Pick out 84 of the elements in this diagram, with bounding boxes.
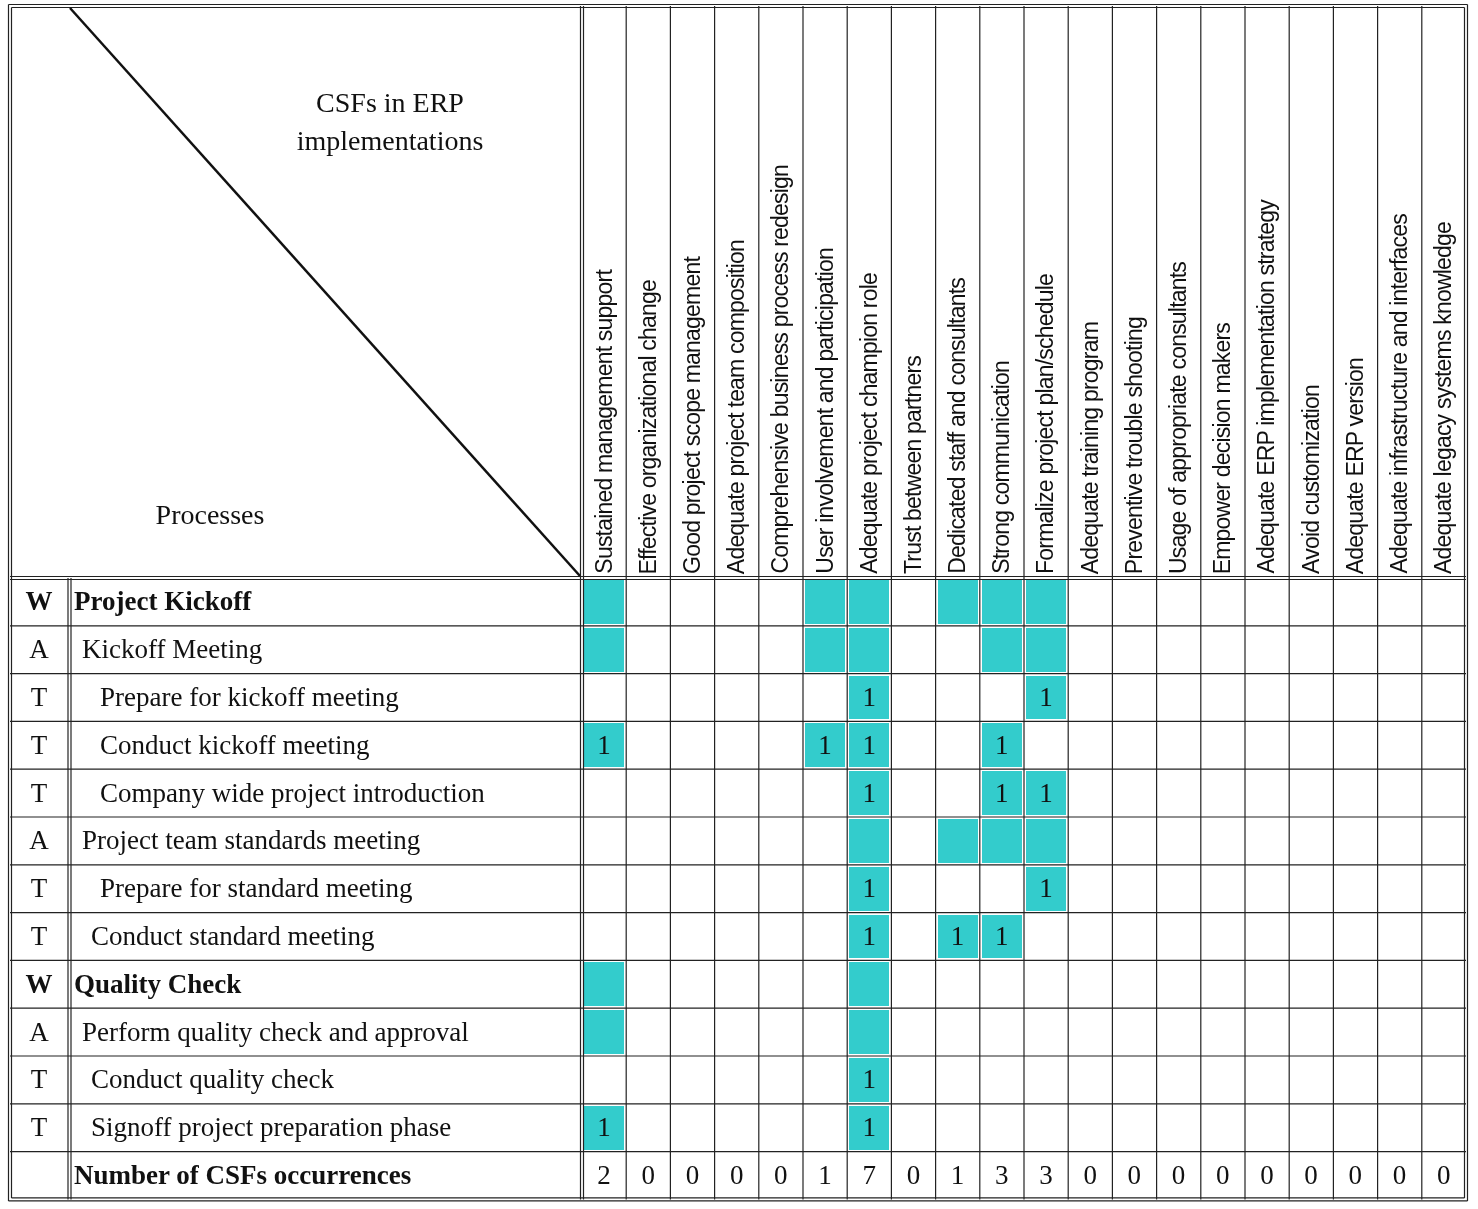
marked-count: 1 bbox=[981, 723, 1022, 768]
csf-column-heading: Preventive trouble shooting bbox=[1120, 316, 1148, 574]
level-letter: W bbox=[25, 586, 53, 618]
csf-column-heading: Adequate ERP implementation strategy bbox=[1253, 200, 1281, 574]
total-count: 2 bbox=[596, 1158, 612, 1192]
csf-column-heading: Comprehensive business process redesign bbox=[767, 165, 795, 574]
column-axis-title: CSFs in ERP implementations bbox=[295, 86, 485, 158]
total-count: 0 bbox=[1214, 1158, 1231, 1192]
total-count: 0 bbox=[1435, 1158, 1452, 1192]
level-letter: T bbox=[30, 873, 48, 905]
level-letter: A bbox=[29, 825, 49, 857]
process-name: Prepare for kickoff meeting bbox=[100, 682, 399, 713]
process-name: Conduct standard meeting bbox=[91, 920, 375, 952]
total-count: 7 bbox=[861, 1158, 877, 1192]
csf-column-heading: Adequate training program bbox=[1076, 321, 1104, 574]
process-name: Prepare for standard meeting bbox=[100, 873, 413, 905]
csf-column-heading: Strong communication bbox=[988, 361, 1016, 574]
total-row-label: Number of CSFs occurrences bbox=[74, 1159, 412, 1191]
csf-column-heading: Avoid customization bbox=[1297, 385, 1325, 574]
marked-count: 1 bbox=[849, 914, 890, 959]
total-count: 0 bbox=[1303, 1158, 1319, 1192]
csf-column-heading: Adequate ERP version bbox=[1341, 357, 1369, 574]
level-letter: W bbox=[25, 968, 53, 1000]
process-name: Conduct kickoff meeting bbox=[100, 729, 370, 761]
csf-column-heading: Adequate project team composition bbox=[723, 239, 751, 574]
level-letter: A bbox=[29, 1016, 49, 1048]
total-count: 0 bbox=[1170, 1158, 1187, 1192]
level-letter: T bbox=[30, 920, 48, 952]
total-count: 0 bbox=[905, 1158, 922, 1192]
total-count: 0 bbox=[728, 1158, 745, 1192]
total-count: 0 bbox=[684, 1158, 701, 1192]
csf-column-heading: Good project scope management bbox=[678, 257, 706, 574]
csf-column-heading: Adequate infrastructure and interfaces bbox=[1385, 214, 1413, 574]
csf-column-heading: User involvement and participation bbox=[811, 248, 839, 574]
total-count: 0 bbox=[773, 1158, 789, 1192]
marked-count: 1 bbox=[849, 866, 890, 911]
marked-count: 1 bbox=[804, 723, 846, 768]
csf-column-heading: Usage of appropriate consultants bbox=[1165, 262, 1193, 574]
level-letter: T bbox=[30, 1064, 48, 1096]
csf-column-heading: Adequate legacy systems knowledge bbox=[1430, 221, 1458, 574]
total-count: 1 bbox=[817, 1158, 833, 1192]
process-name: Quality Check bbox=[74, 968, 242, 1000]
marked-count: 1 bbox=[1025, 771, 1067, 815]
process-name: Project Kickoff bbox=[74, 586, 252, 618]
marked-count: 1 bbox=[584, 723, 625, 768]
process-name: Perform quality check and approval bbox=[82, 1016, 469, 1048]
total-count: 3 bbox=[994, 1158, 1010, 1192]
csf-column-heading: Effective organizational change bbox=[634, 279, 662, 574]
csf-column-heading: Adequate project champion role bbox=[855, 273, 883, 574]
process-name: Conduct quality check bbox=[91, 1064, 334, 1096]
level-letter: T bbox=[30, 729, 48, 761]
total-count: 0 bbox=[1082, 1158, 1098, 1192]
total-count: 0 bbox=[1391, 1158, 1408, 1192]
marked-count: 1 bbox=[1025, 866, 1067, 911]
csf-column-heading: Formalize project plan/schedule bbox=[1032, 274, 1060, 574]
csf-column-heading: Dedicated staff and consultants bbox=[944, 278, 972, 574]
total-count: 0 bbox=[640, 1158, 657, 1192]
level-letter: T bbox=[30, 777, 48, 809]
total-count: 0 bbox=[1259, 1158, 1275, 1192]
process-name: Project team standards meeting bbox=[82, 825, 421, 857]
marked-count: 1 bbox=[849, 1105, 890, 1150]
csf-column-heading: Trust between partners bbox=[899, 355, 927, 574]
total-count: 0 bbox=[1347, 1158, 1364, 1192]
marked-count: 1 bbox=[981, 771, 1022, 815]
marked-count: 1 bbox=[584, 1105, 625, 1150]
csf-column-heading: Empower decision makers bbox=[1209, 322, 1237, 574]
total-count: 1 bbox=[949, 1158, 966, 1192]
marked-count: 1 bbox=[849, 723, 890, 768]
process-name: Kickoff Meeting bbox=[82, 634, 263, 666]
process-name: Company wide project introduction bbox=[100, 777, 485, 809]
level-letter: T bbox=[30, 682, 48, 713]
row-axis-title: Processes bbox=[154, 498, 266, 532]
process-name: Signoff project preparation phase bbox=[91, 1112, 452, 1144]
marked-count: 1 bbox=[849, 1057, 890, 1102]
total-count: 3 bbox=[1038, 1158, 1054, 1192]
marked-count: 1 bbox=[849, 675, 890, 720]
csf-column-heading: Sustained management support bbox=[590, 270, 618, 574]
level-letter: A bbox=[29, 634, 49, 666]
marked-count: 1 bbox=[981, 914, 1022, 959]
marked-count: 1 bbox=[1025, 675, 1067, 720]
marked-count: 1 bbox=[937, 914, 978, 959]
level-letter: T bbox=[30, 1112, 48, 1144]
marked-count: 1 bbox=[849, 771, 890, 815]
total-count: 0 bbox=[1126, 1158, 1143, 1192]
